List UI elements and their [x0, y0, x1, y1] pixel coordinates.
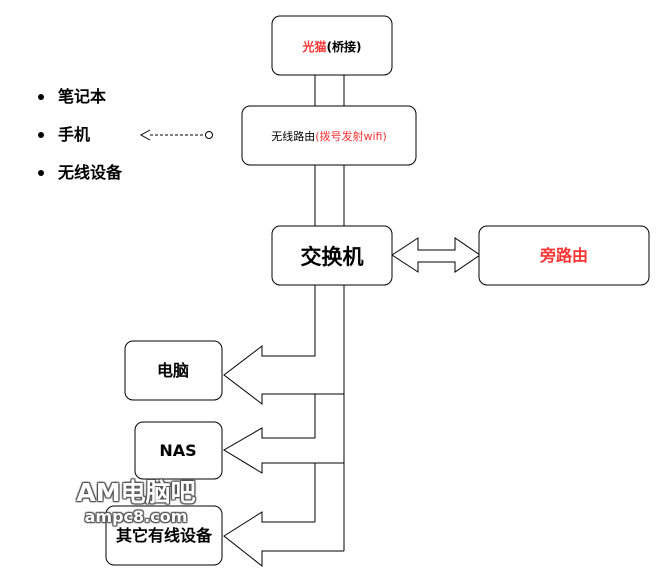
wireless-router-label-black: 无线路由 — [271, 129, 315, 143]
wireless-arrowhead — [139, 129, 151, 141]
nas-box — [134, 421, 223, 480]
modem-box — [271, 15, 393, 76]
side-router-box — [478, 225, 650, 286]
arrow-to-nas — [223, 427, 344, 474]
wireless-device-phone: 手机 — [36, 122, 122, 160]
arrow-to-pc — [223, 344, 344, 406]
nas-label: NAS — [159, 441, 196, 460]
double-arrow-switch-side-router — [391, 237, 481, 273]
wireless-device-other: 无线设备 — [36, 160, 122, 198]
wireless-device-list: 笔记本 手机 无线设备 — [36, 84, 122, 198]
wireless-router-label: 无线路由(拨号发射wifi) — [271, 129, 387, 143]
other-wired-box — [105, 505, 223, 566]
switch-box — [271, 225, 393, 286]
arrow-to-other-wired — [223, 511, 344, 568]
wireless-router-label-red: (拨号发射wifi) — [315, 129, 387, 143]
wireless-router-box — [241, 105, 417, 166]
pc-label: 电脑 — [157, 361, 189, 380]
side-router-label: 旁路由 — [539, 246, 588, 265]
switch-label: 交换机 — [301, 245, 364, 269]
pc-box — [124, 340, 223, 401]
modem-label-red: 光猫 — [302, 39, 327, 54]
modem-label-black: (桥接) — [327, 39, 362, 54]
wireless-source-dot — [205, 131, 213, 139]
wireless-device-laptop: 笔记本 — [36, 84, 122, 122]
modem-label: 光猫(桥接) — [302, 39, 362, 54]
other-wired-label: 其它有线设备 — [116, 526, 213, 545]
